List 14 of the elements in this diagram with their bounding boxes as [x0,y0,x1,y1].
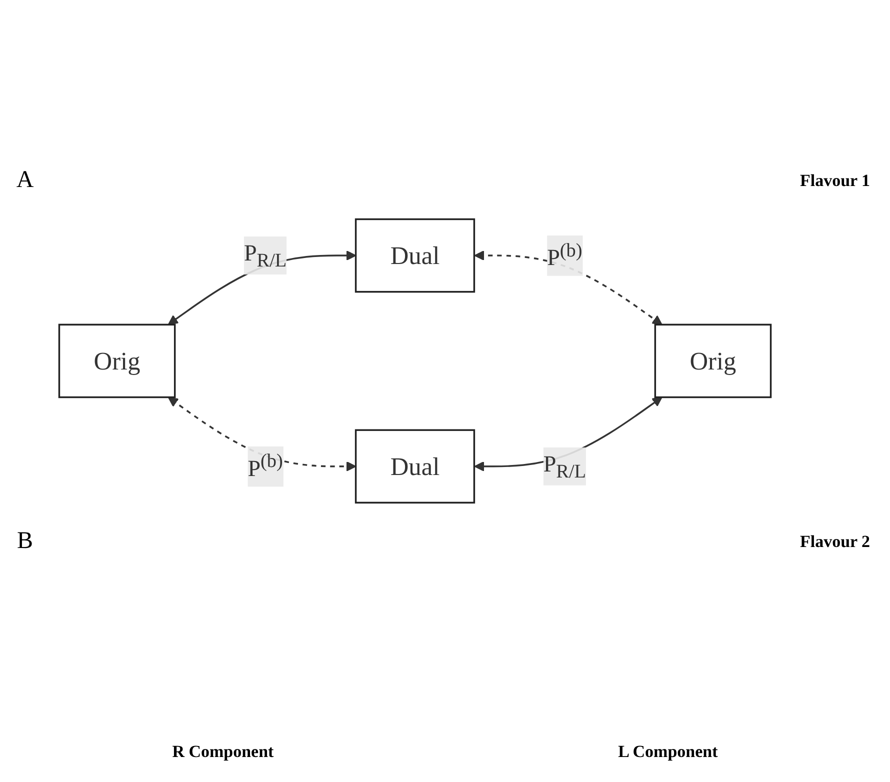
component-label: L Component [618,742,718,762]
node-box: Dual [354,218,476,293]
node-box: Orig [58,324,176,398]
flavour-label: Flavour 1 [800,170,870,190]
edge-label: P$_{R/L}$ [543,452,586,482]
side-label: B [16,528,33,555]
node-box: Orig [654,324,772,398]
edge-label: P$^{(b)}$ [547,239,582,271]
edge-label: P$_{R/L}$ [244,241,287,272]
component-label: R Component [172,742,274,762]
node-box: Dual [354,429,476,504]
side-label: A [16,167,34,194]
flavour-label: Flavour 2 [800,532,870,552]
edge-label: P$^{(b)}$ [248,450,283,482]
